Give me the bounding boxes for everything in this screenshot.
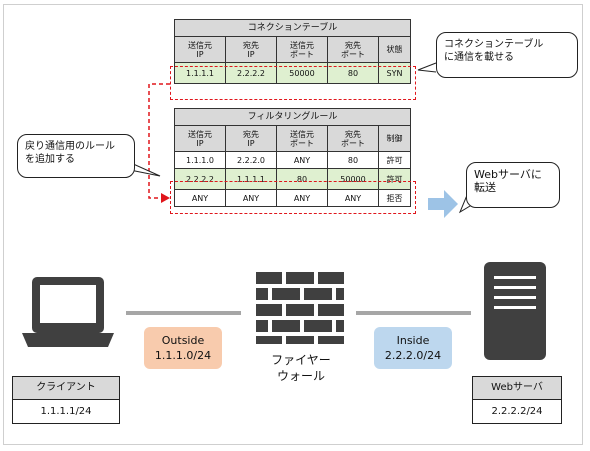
filter-row: ANY ANY ANY ANY 拒否 xyxy=(174,189,412,207)
client-box: クライアント 1.1.1.1/24 xyxy=(12,376,120,424)
conn-header-dst-port: 宛先 ポート xyxy=(327,36,379,63)
firewall-label: ファイヤー ウォール xyxy=(271,353,331,383)
server-icon xyxy=(484,262,546,360)
filter-cell: 2.2.2.0 xyxy=(225,151,277,169)
laptop-icon xyxy=(22,277,114,347)
diagram-frame xyxy=(3,4,583,445)
filter-row: 1.1.1.0 2.2.2.0 ANY 80 許可 xyxy=(174,151,412,169)
filter-cell: ANY xyxy=(276,151,328,169)
filter-cell: ANY xyxy=(327,189,379,207)
inside-cidr: 2.2.2.0/24 xyxy=(384,349,442,362)
outside-cidr: 1.1.1.0/24 xyxy=(154,349,212,362)
filter-header-src-port: 送信元 ポート xyxy=(276,125,328,152)
conn-row: 1.1.1.1 2.2.2.2 50000 80 SYN xyxy=(174,62,411,84)
conn-cell: 1.1.1.1 xyxy=(174,62,226,84)
filter-cell: 1.1.1.0 xyxy=(174,151,226,169)
conn-row-highlight xyxy=(170,66,416,100)
outside-label: Outside xyxy=(161,334,205,347)
inside-subnet-box: Inside 2.2.2.0/24 xyxy=(374,327,452,369)
filter-cell: 2.2.2.2 xyxy=(174,168,226,190)
conn-header-src-ip: 送信元 IP xyxy=(174,36,226,63)
conn-note-text: コネクションテーブル に通信を載せる xyxy=(444,39,544,63)
filter-header-control: 制御 xyxy=(377,125,412,152)
conn-header-dst-ip: 宛先 IP xyxy=(225,36,277,63)
inside-label: Inside xyxy=(396,334,430,347)
filter-header-dst-port: 宛先 ポート xyxy=(327,125,379,152)
filter-row-return: 2.2.2.2 1.1.1.1 80 50000 許可 xyxy=(174,168,412,190)
rule-note-text: 戻り通信用のルール を追加する xyxy=(25,141,115,165)
filter-cell: ANY xyxy=(225,189,277,207)
firewall-brick-icon xyxy=(256,272,344,344)
conn-cell: 2.2.2.2 xyxy=(225,62,277,84)
conn-header-src-port: 送信元 ポート xyxy=(276,36,328,63)
client-ip: 1.1.1.1/24 xyxy=(40,406,92,417)
outside-subnet-box: Outside 1.1.1.0/24 xyxy=(144,327,222,369)
web-note-callout: Webサーバに 転送 xyxy=(466,162,560,208)
filter-header-dst-ip: 宛先 IP xyxy=(225,125,277,152)
connection-table-title: コネクションテーブル xyxy=(174,19,411,37)
filter-cell: 許可 xyxy=(377,151,412,169)
outside-link xyxy=(126,311,241,315)
client-title: クライアント xyxy=(13,377,119,400)
conn-cell: SYN xyxy=(378,62,411,84)
server-title: Webサーバ xyxy=(473,377,561,400)
server-box: Webサーバ 2.2.2.2/24 xyxy=(472,376,562,424)
conn-cell: 80 xyxy=(327,62,379,84)
conn-header-state: 状態 xyxy=(378,36,411,63)
filter-cell: 拒否 xyxy=(377,189,412,207)
filter-cell: ANY xyxy=(174,189,226,207)
filter-row-highlight xyxy=(170,181,416,214)
filtering-table-title: フィルタリングルール xyxy=(173,108,412,126)
filter-header-src-ip: 送信元 IP xyxy=(174,125,226,152)
rule-note-callout: 戻り通信用のルール を追加する xyxy=(17,134,135,178)
filter-cell: 80 xyxy=(327,151,379,169)
right-arrow-icon xyxy=(428,190,458,218)
web-note-text: Webサーバに 転送 xyxy=(474,168,542,194)
conn-cell: 50000 xyxy=(276,62,328,84)
inside-link xyxy=(356,311,471,315)
filtering-table: フィルタリングルール 送信元 IP 宛先 IP 送信元 ポート 宛先 ポート 制… xyxy=(173,108,412,207)
conn-note-callout: コネクションテーブル に通信を載せる xyxy=(436,32,578,78)
server-ip: 2.2.2.2/24 xyxy=(491,406,543,417)
connection-table: コネクションテーブル 送信元 IP 宛先 IP 送信元 ポート 宛先 ポート 状… xyxy=(174,19,411,84)
